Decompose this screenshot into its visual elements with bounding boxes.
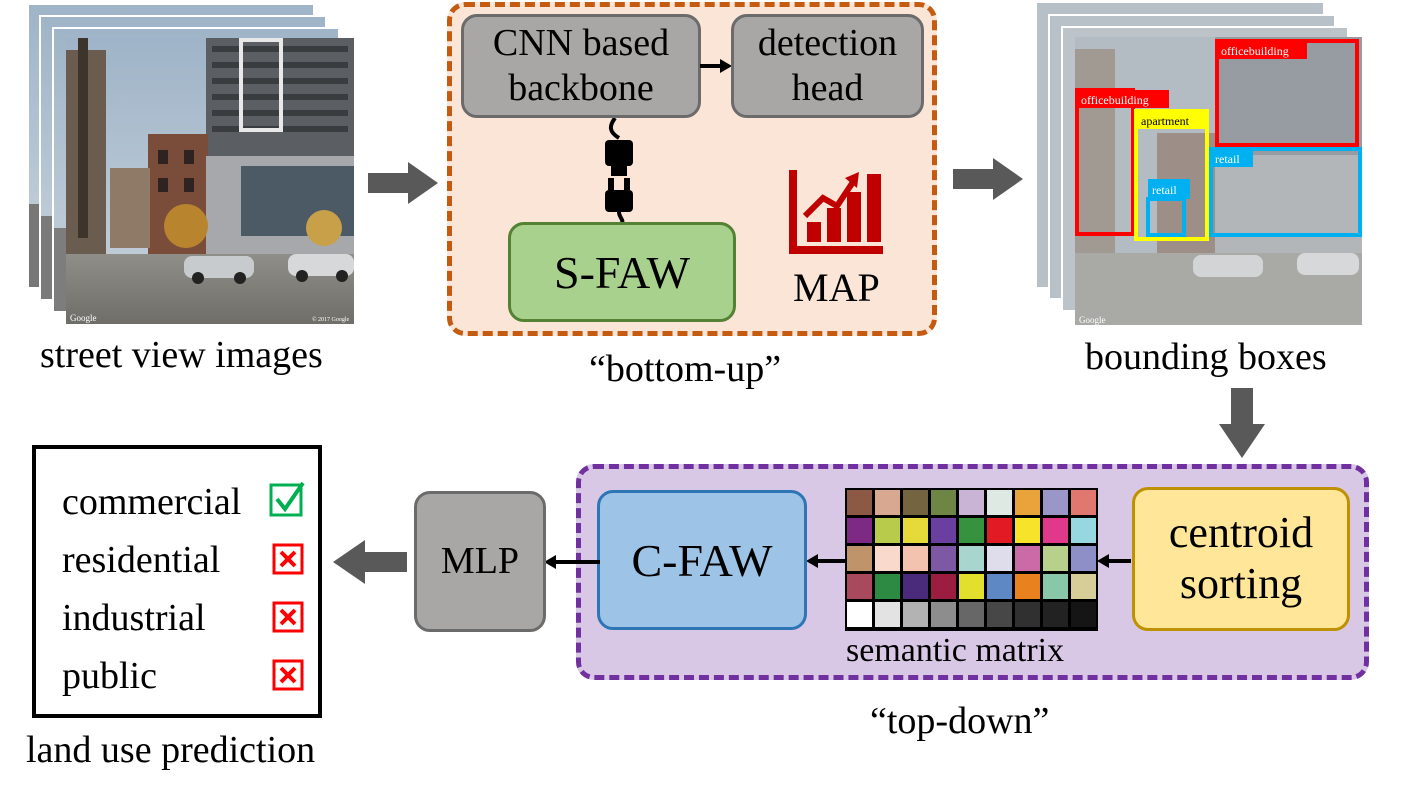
matrix-cell — [903, 602, 928, 627]
google-watermark: Google — [70, 313, 97, 323]
street-view-image-stack: Google © 2017 Google — [27, 3, 356, 326]
svg-text:officebuilding: officebuilding — [1081, 93, 1149, 107]
s-faw-box: S-FAW — [508, 222, 736, 322]
matrix-cell — [1071, 602, 1096, 627]
detection-retail-2: retail — [1146, 179, 1190, 237]
matrix-cell — [931, 602, 956, 627]
matrix-cell — [1071, 574, 1096, 599]
land-use-prediction-box: commercial residential industrial public — [32, 445, 322, 718]
svg-text:officebuilding: officebuilding — [1221, 44, 1289, 58]
matrix-cell — [875, 602, 900, 627]
matrix-cell — [1043, 490, 1068, 515]
matrix-cell — [903, 518, 928, 543]
matrix-cell — [1015, 490, 1040, 515]
bottom-up-caption: “bottom-up” — [589, 348, 782, 390]
matrix-cell — [959, 602, 984, 627]
c-faw-box: C-FAW — [597, 490, 807, 630]
semantic-matrix-caption: semantic matrix — [846, 632, 1065, 669]
matrix-cell — [987, 602, 1012, 627]
detection-head-box: detection head — [731, 14, 924, 118]
mlp-box: MLP — [414, 491, 546, 632]
matrix-cell — [1071, 518, 1096, 543]
matrix-cell — [931, 490, 956, 515]
svg-text:retail: retail — [1152, 183, 1177, 197]
residential-cross-icon — [272, 543, 304, 575]
plug-icon — [605, 118, 633, 224]
matrix-cell — [1043, 574, 1068, 599]
matrix-cell — [987, 490, 1012, 515]
top-down-caption: “top-down” — [870, 700, 1050, 742]
detection-officebuilding-2: officebuilding — [1075, 88, 1169, 236]
semantic-matrix — [845, 488, 1098, 631]
matrix-cell — [987, 546, 1012, 571]
map-chart-icon — [789, 170, 883, 254]
matrix-cell — [847, 546, 872, 571]
public-cross-icon — [272, 659, 304, 691]
street-view-caption: street view images — [40, 334, 323, 376]
detection-retail-1: retail — [1209, 147, 1362, 237]
centroid-to-matrix-arrow — [1097, 554, 1131, 568]
matrix-cell — [847, 574, 872, 599]
backbone-to-head-arrow — [700, 59, 732, 73]
prediction-public-label: public — [62, 655, 157, 697]
copyright-watermark: © 2017 Google — [312, 316, 350, 323]
matrix-cell — [1043, 518, 1068, 543]
map-label: MAP — [793, 265, 880, 310]
street-view-images: Google © 2017 Google — [27, 3, 354, 324]
right-arrow-1 — [368, 162, 438, 204]
svg-text:apartment: apartment — [1141, 114, 1190, 128]
left-arrow — [333, 540, 407, 584]
matrix-cell — [1071, 546, 1096, 571]
matrix-cell — [1015, 518, 1040, 543]
matrix-cell — [959, 490, 984, 515]
matrix-cell — [931, 546, 956, 571]
matrix-cell — [1071, 490, 1096, 515]
detection-apartment: apartment — [1134, 109, 1209, 241]
down-arrow — [1219, 388, 1265, 458]
matrix-cell — [1015, 546, 1040, 571]
matrix-cell — [959, 546, 984, 571]
svg-text:Google: Google — [1079, 315, 1106, 325]
detection-officebuilding-1: officebuilding — [1215, 39, 1359, 147]
cfaw-to-mlp-arrow — [544, 555, 600, 569]
prediction-commercial-label: commercial — [62, 481, 242, 523]
matrix-to-cfaw-arrow — [806, 554, 846, 568]
matrix-cell — [903, 574, 928, 599]
matrix-cell — [987, 574, 1012, 599]
centroid-sorting-box: centroid sorting — [1132, 487, 1350, 631]
matrix-cell — [1043, 602, 1068, 627]
matrix-cell — [931, 518, 956, 543]
matrix-cell — [987, 518, 1012, 543]
matrix-cell — [875, 546, 900, 571]
matrix-cell — [847, 602, 872, 627]
cnn-backbone-box: CNN based backbone — [461, 14, 701, 118]
matrix-cell — [847, 490, 872, 515]
street-view-photo-front: Google © 2017 Google — [66, 38, 354, 324]
matrix-cell — [903, 490, 928, 515]
right-arrow-2 — [953, 158, 1023, 200]
matrix-cell — [959, 574, 984, 599]
prediction-industrial-label: industrial — [62, 597, 206, 639]
detection-image-stack: Google officebuilding officebuilding apa… — [1037, 3, 1363, 327]
matrix-cell — [931, 574, 956, 599]
matrix-cell — [959, 518, 984, 543]
matrix-cell — [1043, 546, 1068, 571]
matrix-cell — [847, 518, 872, 543]
land-use-prediction-caption: land use prediction — [26, 729, 316, 771]
matrix-cell — [875, 490, 900, 515]
bounding-boxes-caption: bounding boxes — [1085, 336, 1327, 378]
matrix-cell — [903, 546, 928, 571]
commercial-check-icon — [269, 481, 305, 517]
industrial-cross-icon — [272, 601, 304, 633]
prediction-residential-label: residential — [62, 539, 221, 581]
matrix-cell — [875, 574, 900, 599]
matrix-cell — [875, 518, 900, 543]
matrix-cell — [1015, 574, 1040, 599]
matrix-cell — [1015, 602, 1040, 627]
svg-text:retail: retail — [1215, 152, 1240, 166]
